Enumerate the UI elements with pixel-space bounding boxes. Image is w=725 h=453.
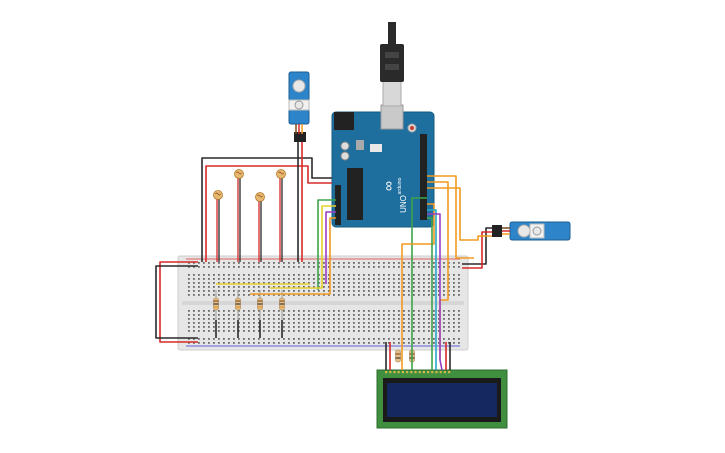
wire-servo2-red [462, 231, 492, 269]
photoresistor[interactable] [213, 190, 223, 263]
arduino-brand: arduino [397, 177, 403, 194]
usb-port [380, 104, 404, 130]
wire-d-cyan [427, 209, 437, 370]
wire-black-rail [155, 265, 198, 339]
wire-servo2-orange [427, 187, 492, 241]
wire-red-rail [159, 261, 198, 343]
breadboard[interactable] [177, 255, 469, 351]
wire-d-green [411, 197, 427, 370]
wire-d-purple [427, 213, 443, 371]
photoresistor[interactable] [276, 169, 286, 263]
photoresistor[interactable] [234, 169, 244, 263]
wire-red-5v [205, 165, 332, 262]
lcd-16x2[interactable] [376, 369, 508, 429]
wire-a0 [317, 199, 336, 290]
servo-motor-2[interactable] [492, 221, 571, 241]
wire-d-orange [427, 175, 474, 259]
wires [155, 142, 492, 371]
wire-a1 [270, 205, 336, 289]
wire-a2 [325, 211, 336, 284]
atmega-chip [347, 168, 363, 220]
photoresistor[interactable] [255, 192, 265, 263]
arduino-uno[interactable]: ∞ arduino UNO [331, 104, 435, 228]
wire-d-green2 [427, 217, 433, 370]
power-header [335, 185, 341, 225]
servo-motor-1[interactable] [288, 71, 310, 142]
photoresistors [213, 169, 286, 263]
wire-servo2-black [462, 227, 492, 265]
resistor[interactable] [279, 290, 285, 320]
lcd-screen [387, 383, 497, 417]
arduino-model: UNO [399, 195, 408, 213]
lcd-pin-header [385, 371, 451, 374]
wire-black-gnd [201, 157, 332, 262]
resistors [213, 290, 415, 363]
power-jack [334, 112, 354, 130]
wire-d-orange3 [401, 203, 435, 370]
resistor[interactable] [213, 290, 219, 320]
breadboard-holes [188, 262, 460, 344]
resistor[interactable] [257, 290, 263, 320]
resistor[interactable] [395, 349, 401, 363]
resistor[interactable] [235, 290, 241, 320]
usb-cable[interactable] [380, 22, 404, 107]
wire-a3 [250, 217, 336, 295]
digital-header [420, 134, 427, 220]
arduino-logo: ∞ [380, 181, 396, 191]
